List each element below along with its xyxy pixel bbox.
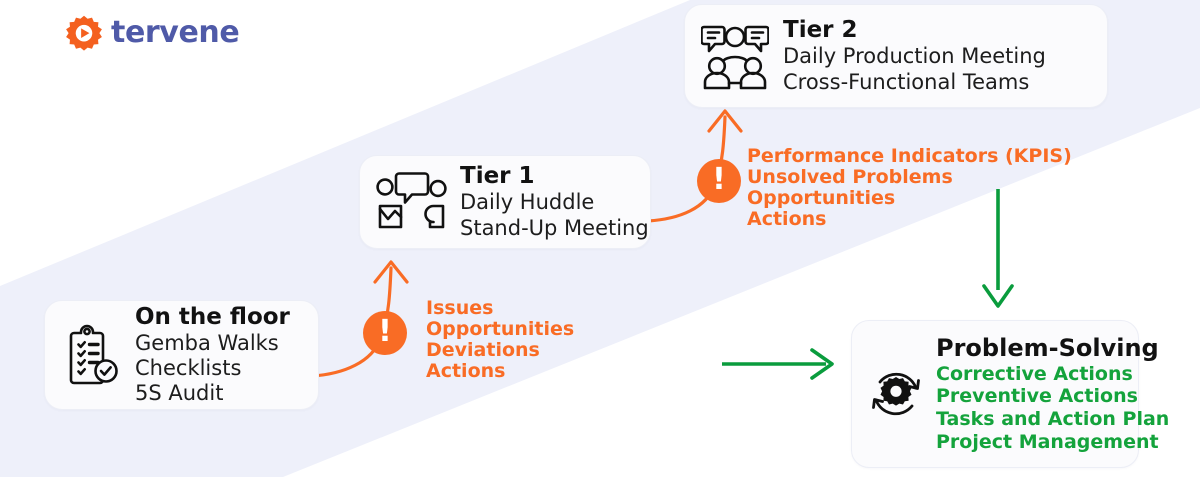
note-item: Actions <box>747 208 827 231</box>
card-line: Daily Huddle <box>460 190 595 215</box>
three-people-speech-bubbles-icon <box>701 25 769 90</box>
card-title: Problem-Solving <box>936 334 1159 363</box>
note-item: Opportunities <box>426 318 575 341</box>
card-tier-2[interactable]: Tier 2 Daily Production Meeting Cross-Fu… <box>684 4 1108 108</box>
card-line: Corrective Actions <box>936 362 1133 385</box>
card-line: Tasks and Action Plan <box>936 408 1170 431</box>
exclamation-circle-icon-tier1: ! <box>697 159 741 203</box>
note-item: Deviations <box>426 339 540 362</box>
brand-wordmark: tervene <box>111 15 240 50</box>
card-title: Tier 1 <box>460 163 535 190</box>
note-item: Opportunities <box>747 187 896 210</box>
card-line: 5S Audit <box>135 381 224 406</box>
note-list-floor-to-tier1: Issues Opportunities Deviations Actions <box>426 297 575 383</box>
two-people-speech-bubble-icon <box>376 172 447 229</box>
note-item: Actions <box>426 360 506 383</box>
gear-cycle-icon <box>872 372 920 416</box>
card-line: Project Management <box>936 430 1159 453</box>
card-line: Cross-Functional Teams <box>783 69 1030 94</box>
card-tier-1-text: Tier 1 Daily Huddle Stand-Up Meeting <box>460 163 649 241</box>
card-tier-2-text: Tier 2 Daily Production Meeting Cross-Fu… <box>783 17 1046 95</box>
card-on-the-floor-text: On the floor Gemba Walks Checklists 5S A… <box>135 304 290 407</box>
exclamation-mark: ! <box>378 314 392 349</box>
gear-play-icon <box>66 15 102 51</box>
note-item: Performance Indicators (KPIS) <box>747 145 1072 167</box>
card-title: Tier 2 <box>783 17 858 44</box>
card-problem-solving[interactable]: Problem-Solving Corrective Actions Preve… <box>851 320 1169 468</box>
exclamation-mark: ! <box>712 162 726 197</box>
note-item: Issues <box>426 297 494 319</box>
right-arrow-icon-to-problem-solving <box>722 348 834 380</box>
card-line: Checklists <box>135 355 242 380</box>
card-problem-solving-text: Problem-Solving Corrective Actions Preve… <box>936 334 1169 454</box>
note-item: Unsolved Problems <box>747 166 953 189</box>
card-tier-1[interactable]: Tier 1 Daily Huddle Stand-Up Meeting <box>359 155 651 249</box>
card-line: Stand-Up Meeting <box>460 215 649 240</box>
card-line: Preventive Actions <box>936 385 1138 408</box>
note-list-tier1-to-tier2: Performance Indicators (KPIS) Unsolved P… <box>747 145 1072 231</box>
card-title: On the floor <box>135 303 290 330</box>
clipboard-checklist-icon <box>69 324 118 385</box>
card-line: Gemba Walks <box>135 330 279 355</box>
brand-logo: tervene <box>66 15 240 51</box>
exclamation-circle-icon-floor: ! <box>363 311 407 355</box>
card-line: Daily Production Meeting <box>783 44 1046 69</box>
card-on-the-floor[interactable]: On the floor Gemba Walks Checklists 5S A… <box>44 300 319 410</box>
